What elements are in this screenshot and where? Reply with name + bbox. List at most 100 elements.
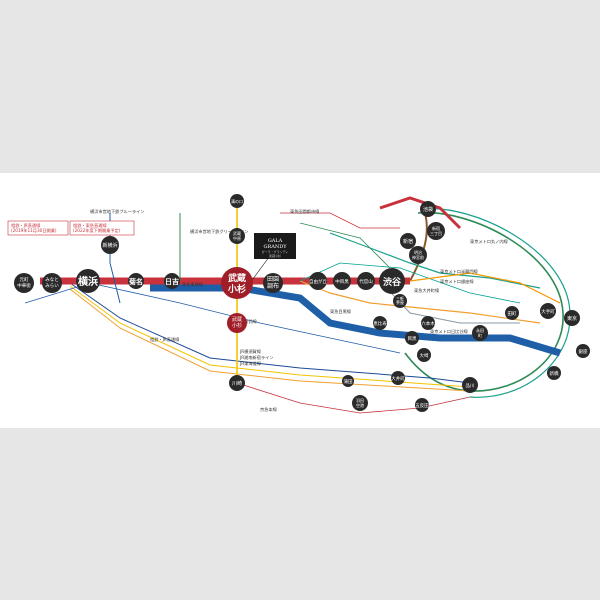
station-den-en-chofu[interactable]: 田園 調布 (263, 273, 283, 293)
svg-text:町: 町 (478, 333, 482, 338)
label-shonan: JR湘南新宿ライン (239, 354, 273, 361)
station-hiyoshi[interactable]: 日吉 (164, 273, 180, 289)
svg-text:羽田: 羽田 (356, 398, 364, 403)
green-top-line (299, 222, 391, 269)
station-otemachi[interactable]: 大手町 (540, 303, 556, 319)
svg-text:みなと: みなと (45, 276, 59, 283)
svg-text:相鉄・東急直通線: 相鉄・東急直通線 (73, 222, 107, 229)
station-musashi-nakahara[interactable]: 武蔵 中原 (229, 228, 245, 244)
station-nagatacho[interactable]: 永田 町 (472, 325, 488, 341)
svg-text:菊名: 菊名 (128, 277, 143, 286)
svg-text:武蔵: 武蔵 (228, 272, 246, 284)
station-meiji[interactable]: 明治 神宮前 (409, 246, 427, 264)
station-shimbashi[interactable]: 新橋 (547, 366, 561, 380)
svg-text:六本木: 六本木 (421, 320, 435, 327)
station-shinjuku[interactable]: 新宿 (400, 233, 416, 249)
svg-text:新宿: 新宿 (403, 238, 413, 245)
station-jiyugaoka[interactable]: 自由が丘 (309, 272, 327, 290)
label-yokosuka: JR横須賀線 (239, 348, 262, 355)
label-denentoshi: 東急田園都市線 (290, 208, 320, 215)
station-tokyo[interactable]: 東京 (564, 310, 580, 326)
station-shinjuku-sanchome[interactable]: 新宿 三丁目 (427, 222, 445, 240)
keikyu-line (236, 382, 471, 414)
svg-text:横浜: 横浜 (78, 275, 98, 288)
station-shinagawa[interactable]: 品川 (462, 377, 478, 393)
station-shibuya[interactable]: 渋谷 (379, 268, 405, 294)
svg-text:溝の口: 溝の口 (231, 198, 243, 204)
station-ginza[interactable]: 銀座 (576, 344, 590, 358)
svg-text:新宿: 新宿 (432, 225, 440, 231)
namboku-line (299, 262, 521, 304)
svg-text:(2019年11月30日開業): (2019年11月30日開業) (11, 227, 57, 234)
svg-text:中原: 中原 (233, 235, 241, 241)
station-haneda[interactable]: 羽田 空港 (352, 395, 368, 411)
station-motomachi[interactable]: 元町 中華街 (14, 273, 34, 293)
sotetsu-jr-line (24, 282, 401, 354)
station-mizonokuchi[interactable]: 溝の口 (230, 194, 244, 208)
label-chuo: 東京メトロ丸ノ内線 (470, 238, 509, 245)
svg-text:目黒: 目黒 (408, 336, 417, 342)
svg-text:池袋: 池袋 (423, 206, 433, 213)
yokosuka-line (69, 282, 471, 384)
tokaido-line (69, 288, 471, 392)
svg-text:大崎: 大崎 (420, 352, 429, 359)
svg-text:調布: 調布 (267, 282, 279, 290)
station-kawasaki[interactable]: 川崎 (229, 375, 245, 391)
svg-text:渋谷: 渋谷 (383, 276, 402, 288)
svg-text:恵比寿: 恵比寿 (373, 320, 387, 327)
station-gotanda[interactable]: 五反田 (415, 398, 429, 412)
label-ginza: 東京メトロ銀座線 (440, 278, 474, 285)
station-sangenjaya[interactable]: 三軒 茶屋 (393, 294, 407, 308)
label-hibiya: 東京メトロ日比谷線 (430, 328, 469, 335)
station-meguro[interactable]: 目黒 (405, 331, 419, 345)
station-kikuna[interactable]: 菊名 (128, 273, 144, 289)
svg-text:川崎: 川崎 (232, 380, 242, 387)
label-blueline: 横浜市営地下鉄ブルーライン (90, 208, 144, 215)
label-tokaido: JR東海道線 (239, 360, 262, 367)
station-musashi-kosugi[interactable]: 武蔵 小杉 (221, 267, 253, 299)
svg-text:GALA: GALA (268, 238, 283, 244)
route-map: 相鉄・JR直通線 (2019年11月30日開業) 相鉄・東急直通線 (2022年… (7, 194, 590, 414)
svg-text:みらい: みらい (45, 283, 59, 289)
route-map-panel: 相鉄・JR直通線 (2019年11月30日開業) 相鉄・東急直通線 (2022年… (0, 173, 600, 428)
label-hanzomon: 東京メトロ半蔵門線 (440, 268, 479, 275)
station-yokohama[interactable]: 横浜 (76, 269, 100, 293)
svg-text:大井町: 大井町 (391, 375, 405, 382)
svg-text:新橋: 新橋 (550, 370, 559, 377)
ginza-line (409, 272, 561, 304)
station-roppongi[interactable]: 六本木 (421, 316, 435, 330)
svg-text:武蔵: 武蔵 (232, 316, 242, 323)
svg-text:茶屋: 茶屋 (396, 299, 404, 305)
svg-text:三軒: 三軒 (396, 296, 404, 301)
shonan-line (69, 285, 471, 388)
station-minatomirai[interactable]: みなと みらい (42, 273, 62, 293)
station-osaki[interactable]: 大崎 (417, 348, 431, 362)
svg-text:小杉: 小杉 (227, 283, 246, 295)
label-toyoko: 東急東横線 (182, 281, 204, 288)
label-greenline: 横浜市営地下鉄グリーンライン (190, 228, 248, 235)
station-ikebukuro[interactable]: 池袋 (420, 201, 436, 217)
station-kosugi-jr[interactable]: 武蔵 小杉 (227, 313, 247, 333)
station-kamata[interactable]: 蒲田 (342, 375, 354, 387)
station-nakameguro[interactable]: 中目黒 (333, 272, 351, 290)
svg-text:中目黒: 中目黒 (335, 278, 349, 285)
station-shin-yokohama[interactable]: 新横浜 (101, 236, 119, 254)
svg-text:品川: 品川 (466, 383, 475, 389)
station-tamachi[interactable]: 田町 (505, 306, 519, 320)
note-sotetsu-jr: 相鉄・JR直通線 (2019年11月30日開業) (7, 220, 69, 236)
svg-text:蒲田: 蒲田 (344, 378, 353, 385)
svg-text:日吉: 日吉 (165, 277, 179, 286)
station-ebisu[interactable]: 恵比寿 (373, 316, 387, 330)
station-daikanyama[interactable]: 代官山 (357, 272, 375, 290)
gala-grandy-logo: GALA GRANDY ガーラ・グランディ 武蔵小杉 (249, 233, 296, 284)
svg-text:田園: 田園 (267, 276, 279, 283)
svg-text:東京: 東京 (567, 315, 577, 322)
svg-text:中華街: 中華街 (17, 282, 31, 289)
svg-text:永田: 永田 (476, 327, 484, 333)
svg-text:大手町: 大手町 (541, 308, 555, 315)
svg-text:代官山: 代官山 (359, 278, 373, 285)
station-oimachi[interactable]: 大井町 (391, 371, 405, 385)
svg-text:銀座: 銀座 (579, 348, 588, 355)
red-top-line (280, 212, 400, 229)
svg-text:五反田: 五反田 (415, 402, 429, 409)
